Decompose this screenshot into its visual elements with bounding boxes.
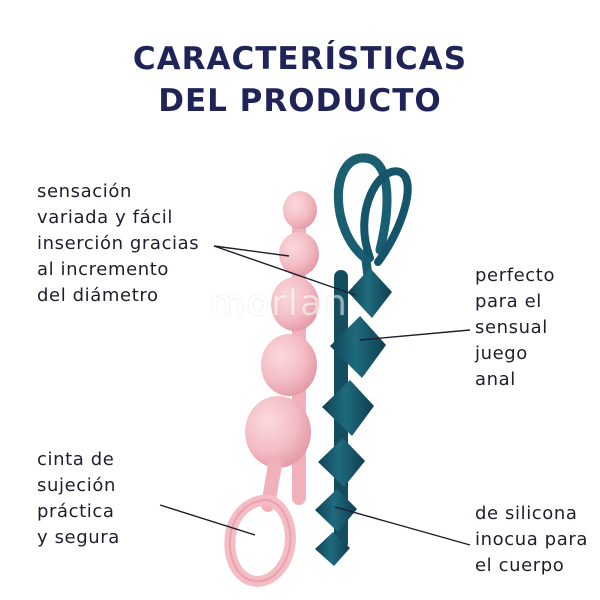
teal-bead-chain: [315, 268, 392, 566]
feature-line: inocua para: [475, 529, 588, 550]
callout-lines: [159, 245, 471, 546]
page-title: CARACTERÍSTICAS DEL PRODUCTO: [0, 38, 600, 122]
title-line-1: CARACTERÍSTICAS: [132, 41, 468, 77]
feature-line: anal: [475, 369, 516, 390]
feature-line: variada y fácil: [37, 207, 173, 228]
feature-line: de silicona: [475, 503, 578, 524]
callout-line-right-top: [359, 329, 471, 341]
callout-line-left-bottom: [159, 504, 256, 536]
feature-line: para el: [475, 291, 542, 312]
feature-line: sensual: [475, 317, 548, 338]
title-line-2: DEL PRODUCTO: [158, 83, 442, 119]
callout-line-left-top-b: [213, 245, 356, 296]
feature-varied-sensation: sensación variada y fácil inserción grac…: [37, 179, 199, 309]
pink-bead-chain: [224, 191, 319, 587]
feature-line: sujeción: [37, 475, 116, 496]
feature-line: juego: [475, 343, 528, 364]
feature-anal-play: perfecto para el sensual juego anal: [475, 263, 555, 393]
feature-line: del diámetro: [37, 285, 159, 306]
feature-retrieval-strap: cinta de sujeción práctica y segura: [37, 447, 120, 551]
feature-line: perfecto: [475, 265, 556, 286]
feature-line: sensación: [37, 181, 132, 202]
feature-line: al incremento: [37, 259, 170, 280]
feature-body-safe-silicone: de silicona inocua para el cuerpo: [475, 501, 588, 579]
callout-line-left-top-a: [213, 245, 290, 257]
feature-line: y segura: [37, 527, 120, 548]
watermark-logo: morlan: [210, 283, 349, 324]
feature-line: cinta de: [37, 449, 115, 470]
callout-line-right-bottom: [334, 506, 471, 546]
feature-line: el cuerpo: [475, 555, 565, 576]
feature-line: inserción gracias: [37, 233, 200, 254]
feature-line: práctica: [37, 501, 115, 522]
